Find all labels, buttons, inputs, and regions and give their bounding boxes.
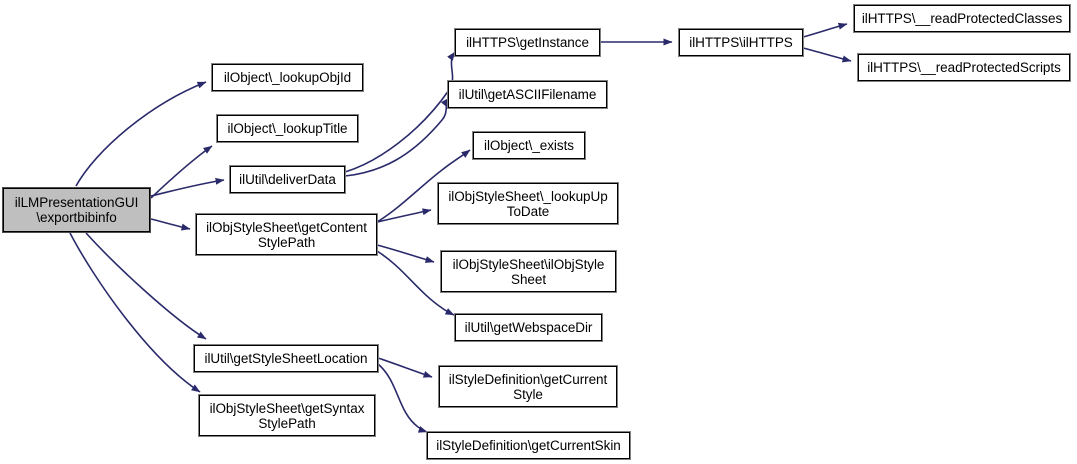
graph-node-getContentStylePath[interactable]: ilObjStyleSheet\getContent StylePath xyxy=(195,213,378,256)
graph-node-label: ilObject\_lookupObjId xyxy=(223,70,352,85)
graph-node-exists[interactable]: ilObject\_exists xyxy=(472,131,586,160)
graph-node-lookupObjId[interactable]: ilObject\_lookupObjId xyxy=(211,63,364,92)
graph-node-getCurrentSkin[interactable]: ilStyleDefinition\getCurrentSkin xyxy=(426,431,631,460)
graph-node-label: ilObject\_lookupTitle xyxy=(227,121,348,136)
edge-deliverData-to-getASCIIFilename xyxy=(344,97,450,177)
graph-node-label: ilLMPresentationGUI \exportbibinfo xyxy=(14,195,139,225)
edge-root-to-getSyntaxStylePath xyxy=(69,232,201,393)
graph-node-label: ilStyleDefinition\getCurrent Style xyxy=(448,371,608,402)
graph-node-getInstance[interactable]: ilHTTPS\getInstance xyxy=(454,28,601,57)
edge-getContentStylePath-to-ilObjStyleSheetCtor xyxy=(376,244,435,263)
graph-node-ilHTTPSCtor[interactable]: ilHTTPS\ilHTTPS xyxy=(678,28,804,57)
edge-ilHTTPSCtor-to-readProtectedClasses xyxy=(802,22,848,38)
edge-getStyleSheetLocation-to-getCurrentStyle xyxy=(377,357,433,378)
graph-node-lookupTitle[interactable]: ilObject\_lookupTitle xyxy=(216,114,359,143)
edge-root-to-deliverData xyxy=(150,177,225,197)
graph-node-label: ilObjStyleSheet\getSyntax StylePath xyxy=(209,400,365,431)
edge-ilHTTPSCtor-to-readProtectedScripts xyxy=(802,47,852,63)
graph-node-label: ilStyleDefinition\getCurrentSkin xyxy=(436,438,621,453)
graph-node-getASCIIFilename[interactable]: ilUtil\getASCIIFilename xyxy=(447,80,608,109)
graph-node-getCurrentStyle[interactable]: ilStyleDefinition\getCurrent Style xyxy=(438,365,618,408)
graph-node-lookupUpToDate[interactable]: ilObjStyleSheet\_lookupUp ToDate xyxy=(437,182,619,225)
graph-node-root[interactable]: ilLMPresentationGUI \exportbibinfo xyxy=(2,187,151,233)
edge-getStyleSheetLocation-to-getCurrentSkin xyxy=(377,363,428,433)
graph-node-label: ilUtil\getASCIIFilename xyxy=(458,87,597,102)
graph-node-label: ilHTTPS\__readProtectedClasses xyxy=(861,11,1063,26)
graph-node-label: ilObjStyleSheet\getContent StylePath xyxy=(206,219,367,250)
graph-node-ilObjStyleSheetCtor[interactable]: ilObjStyleSheet\ilObjStyle Sheet xyxy=(440,250,617,293)
graph-node-label: ilHTTPS\__readProtectedScripts xyxy=(867,60,1061,75)
graph-node-deliverData[interactable]: ilUtil\deliverData xyxy=(229,165,346,194)
edge-root-to-lookupTitle xyxy=(150,145,213,199)
edge-getContentStylePath-to-lookupUpToDate xyxy=(376,208,432,223)
graph-node-label: ilObject\_exists xyxy=(484,138,574,153)
graph-node-getWebspaceDir[interactable]: ilUtil\getWebspaceDir xyxy=(454,313,603,342)
graph-node-label: ilHTTPS\getInstance xyxy=(466,35,589,50)
graph-node-readProtectedScripts[interactable]: ilHTTPS\__readProtectedScripts xyxy=(857,53,1071,82)
graph-node-getStyleSheetLocation[interactable]: ilUtil\getStyleSheetLocation xyxy=(193,344,379,373)
graph-node-readProtectedClasses[interactable]: ilHTTPS\__readProtectedClasses xyxy=(853,4,1071,33)
graph-node-label: ilObjStyleSheet\ilObjStyle Sheet xyxy=(452,256,605,287)
graph-node-label: ilUtil\deliverData xyxy=(239,172,336,187)
edge-root-to-getStyleSheetLocation xyxy=(85,232,207,340)
edge-root-to-lookupObjId xyxy=(75,81,207,187)
graph-node-label: ilHTTPS\ilHTTPS xyxy=(689,35,793,50)
graph-node-label: ilObjStyleSheet\_lookupUp ToDate xyxy=(448,188,608,219)
graph-node-getSyntaxStylePath[interactable]: ilObjStyleSheet\getSyntax StylePath xyxy=(198,394,376,437)
graph-node-label: ilUtil\getWebspaceDir xyxy=(464,320,593,335)
edge-root-to-getContentStylePath xyxy=(150,218,191,231)
graph-node-label: ilUtil\getStyleSheetLocation xyxy=(204,351,368,366)
